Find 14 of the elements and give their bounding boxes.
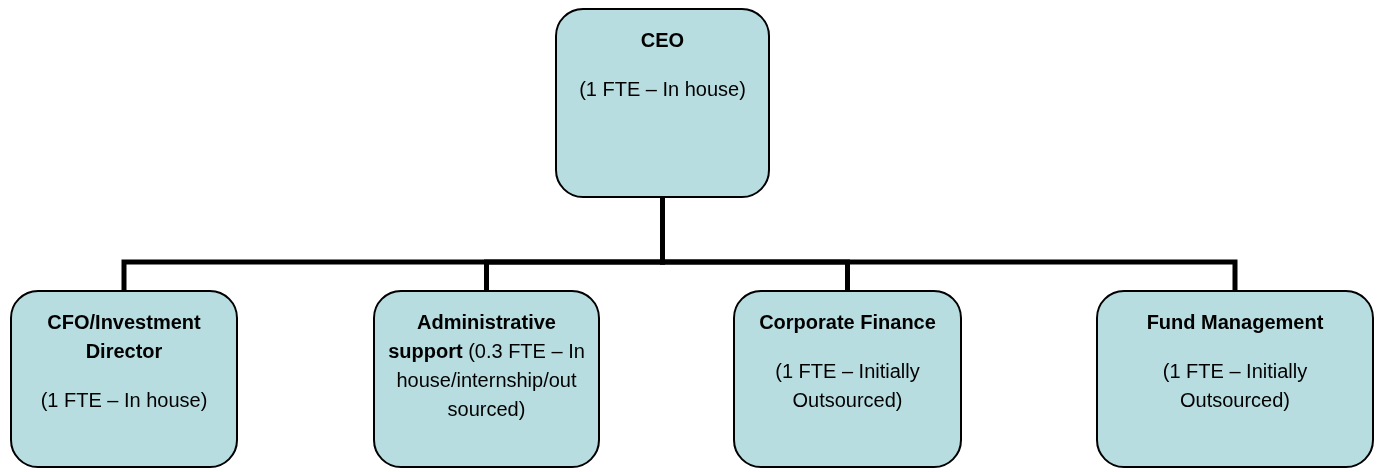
role-description: Administrative support (0.3 FTE – In house/internship/out sourced) — [387, 310, 586, 422]
role-description: (1 FTE – In house) — [40, 388, 208, 413]
role-title: Fund Management — [1146, 310, 1324, 335]
role-box — [733, 290, 962, 468]
role-box — [1096, 290, 1374, 468]
role-title: Corporate Finance — [759, 310, 936, 335]
role-description: (1 FTE – Initially Outsourced) — [774, 359, 921, 413]
role-box — [555, 8, 770, 198]
role-title: CFO/Investment Director — [46, 310, 202, 364]
role-title: CEO — [640, 28, 685, 53]
role-description: (1 FTE – In house) — [579, 77, 746, 102]
role-description: (1 FTE – Initially Outsourced) — [1161, 359, 1309, 413]
role-box — [373, 290, 600, 468]
role-box — [10, 290, 238, 468]
